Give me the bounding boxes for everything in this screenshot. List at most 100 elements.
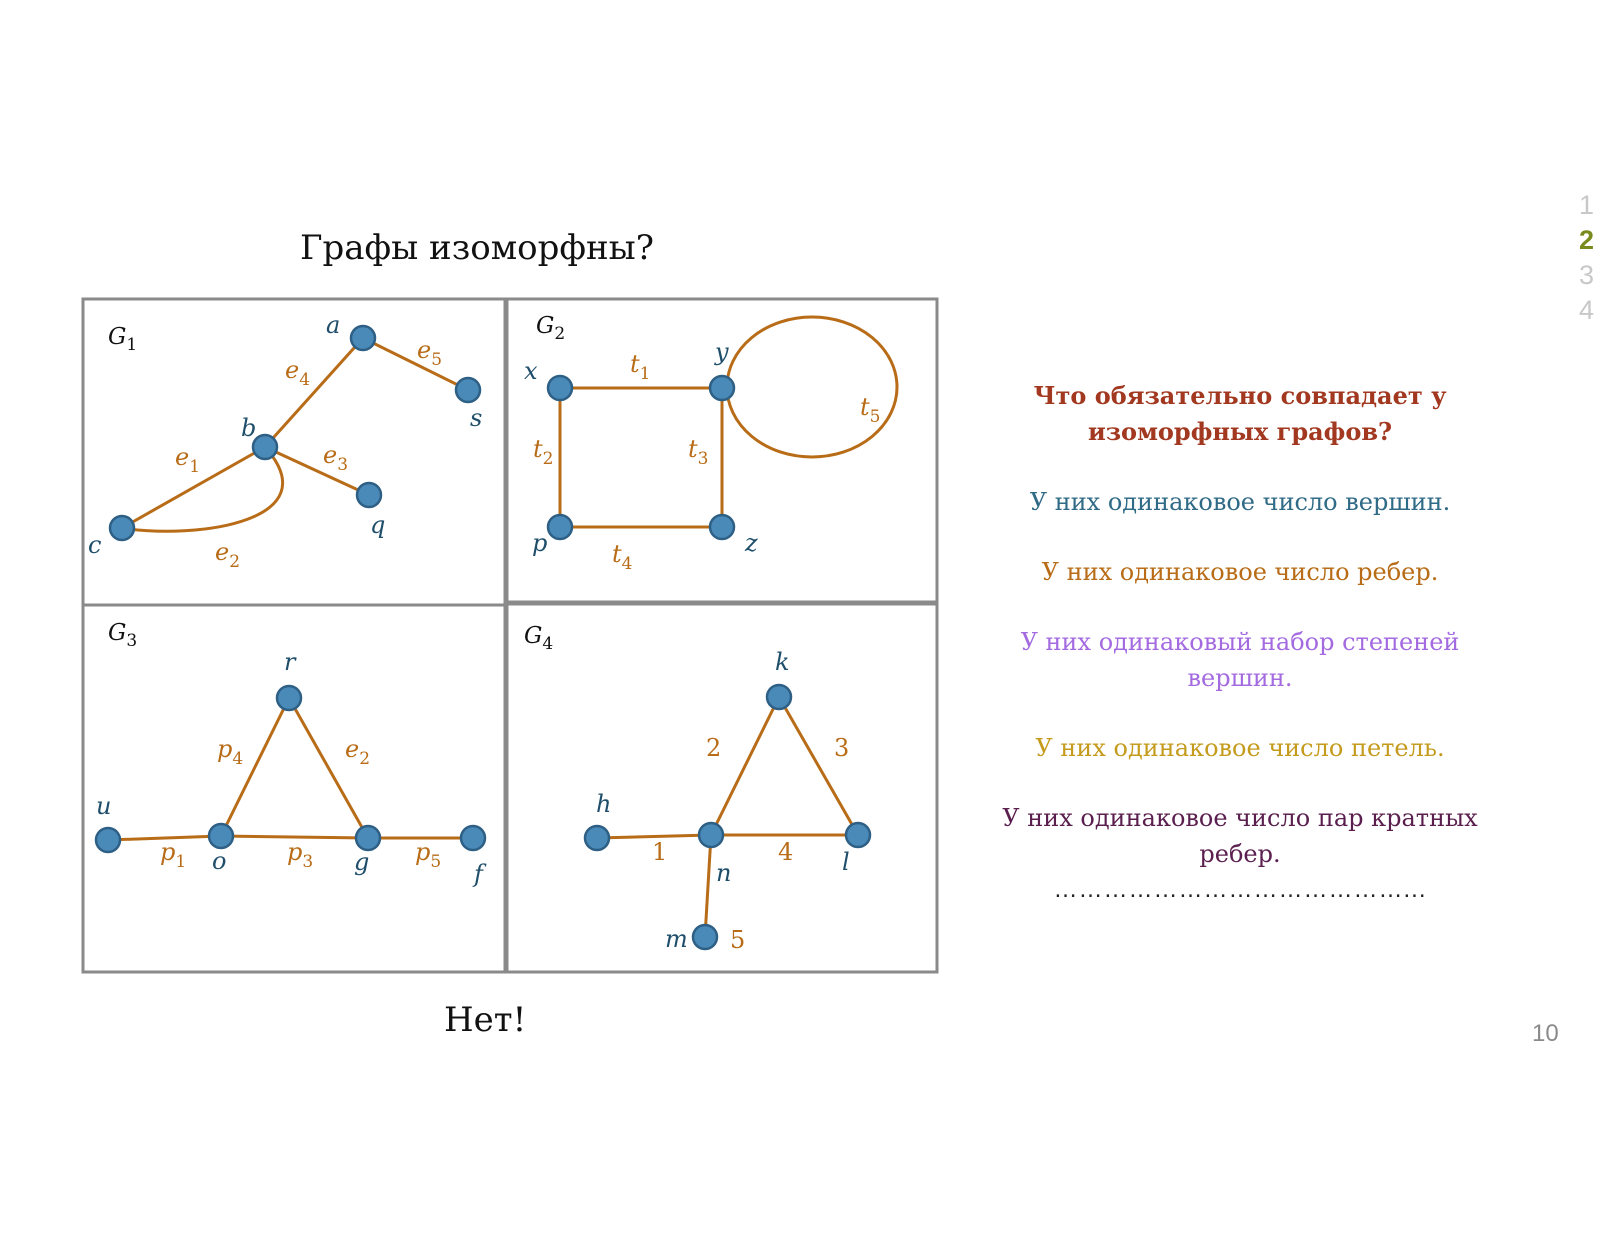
vertex-label-o: o xyxy=(212,847,226,875)
graph-frames xyxy=(81,297,939,974)
side-question: Что обязательно совпадает у изоморфных г… xyxy=(1033,381,1447,446)
vertex-label-z: z xyxy=(744,529,758,557)
edge-label-e2-g3: e2 xyxy=(345,735,370,769)
vertex-r xyxy=(275,684,303,712)
vertex-label-a: a xyxy=(326,311,340,339)
graph-g4: G4 k h n l m xyxy=(524,623,872,954)
vertex-label-x: x xyxy=(524,357,538,385)
vertex-k xyxy=(765,683,793,711)
edge-t5-loop xyxy=(725,315,899,459)
graph-g1: G1 a b c q s xyxy=(88,311,482,572)
frame-g1 xyxy=(81,297,507,607)
edge-3 xyxy=(777,696,860,836)
vertex-n xyxy=(697,821,725,849)
graph-name-g3: G3 xyxy=(108,620,137,651)
vertex-u xyxy=(94,826,122,854)
vertex-label-f: f xyxy=(472,860,487,888)
property-degree-sequence: У них одинаковый набор степеней вершин. xyxy=(1020,628,1460,692)
ellipsis-line: ……………………………………... xyxy=(1053,876,1427,903)
edge-e4 xyxy=(263,336,365,449)
frame-g3 xyxy=(81,603,507,974)
vertex-label-s: s xyxy=(470,404,482,432)
property-multi-edge-pairs: У них одинаковое число пар кратных ребер… xyxy=(1002,804,1478,868)
page-number: 10 xyxy=(1532,1020,1559,1047)
side-panel: Что обязательно совпадает у изоморфных г… xyxy=(985,378,1495,908)
vertex-label-b: b xyxy=(241,414,256,442)
vertex-label-k: k xyxy=(775,648,790,676)
edge-label-e1: e1 xyxy=(175,443,200,477)
vertex-g xyxy=(354,824,382,852)
graph-name-g1: G1 xyxy=(108,324,137,355)
edge-e1 xyxy=(121,445,266,530)
edge-p3 xyxy=(220,834,369,840)
slide-navigator: 1 2 3 4 xyxy=(1570,188,1594,328)
edge-label-e3: e3 xyxy=(323,441,348,475)
edge-e5 xyxy=(362,336,469,392)
vertex-label-m: m xyxy=(665,925,688,953)
graph-name-g2: G2 xyxy=(536,313,565,344)
edge-label-t2: t2 xyxy=(533,435,553,469)
edge-label-3: 3 xyxy=(834,734,849,762)
vertex-label-q: q xyxy=(370,511,385,539)
vertex-z xyxy=(708,513,736,541)
vertex-c xyxy=(108,514,136,542)
vertex-x xyxy=(546,374,574,402)
slide-nav-item[interactable]: 4 xyxy=(1578,295,1594,325)
edge-label-p1: p1 xyxy=(160,838,186,872)
vertex-y xyxy=(708,374,736,402)
vertex-f xyxy=(459,824,487,852)
vertex-label-h: h xyxy=(596,790,611,818)
vertex-m xyxy=(691,923,719,951)
vertex-s xyxy=(454,376,482,404)
property-loop-count: У них одинаковое число петель. xyxy=(1035,734,1445,762)
edge-label-t5: t5 xyxy=(860,393,880,427)
edge-label-p4: p4 xyxy=(217,735,243,769)
edge-label-t1: t1 xyxy=(630,350,650,384)
slide-nav-item[interactable]: 2 xyxy=(1578,225,1594,255)
vertex-q xyxy=(355,481,383,509)
edge-1 xyxy=(596,833,712,840)
vertex-label-n: n xyxy=(716,859,731,887)
property-edge-count: У них одинаковое число ребер. xyxy=(1041,558,1439,586)
edge-e3 xyxy=(264,445,370,497)
edge-e2 xyxy=(121,446,284,533)
graph-g3: G3 r u o g f xyxy=(94,620,487,888)
edge-label-p3: p3 xyxy=(287,838,313,872)
edge-2 xyxy=(709,696,781,836)
edge-label-t3: t3 xyxy=(688,435,708,469)
vertex-label-l: l xyxy=(842,848,850,876)
edge-label-2: 2 xyxy=(706,734,721,762)
edge-label-e5: e5 xyxy=(417,336,442,370)
edge-label-t4: t4 xyxy=(612,540,632,574)
edge-label-e4: e4 xyxy=(285,356,310,390)
edge-label-4: 4 xyxy=(778,838,793,866)
vertex-p xyxy=(546,513,574,541)
slide-title: Графы изоморфны? xyxy=(300,228,654,268)
vertex-label-p: p xyxy=(532,529,547,557)
slide-nav-item[interactable]: 3 xyxy=(1578,260,1594,290)
property-vertex-count: У них одинаковое число вершин. xyxy=(1029,488,1451,516)
graph-name-g4: G4 xyxy=(524,623,553,654)
edge-label-1: 1 xyxy=(652,838,667,866)
vertex-h xyxy=(583,824,611,852)
edge-label-p5: p5 xyxy=(415,838,441,872)
answer-text: Нет! xyxy=(444,1000,527,1040)
vertex-a xyxy=(349,324,377,352)
vertex-label-y: y xyxy=(714,338,729,366)
vertex-b xyxy=(251,433,279,461)
graph-g2: G2 x y p z t1 t xyxy=(524,313,899,574)
vertex-label-g: g xyxy=(354,848,369,876)
vertex-label-c: c xyxy=(88,531,101,559)
edge-label-e2: e2 xyxy=(215,538,240,572)
slide-nav-item[interactable]: 1 xyxy=(1578,190,1594,220)
edge-5 xyxy=(703,834,713,938)
vertex-label-u: u xyxy=(96,792,111,820)
edge-p1 xyxy=(107,834,222,842)
edge-e2-g3 xyxy=(287,697,370,839)
vertex-label-r: r xyxy=(284,648,297,676)
vertex-o xyxy=(207,822,235,850)
vertex-l xyxy=(844,821,872,849)
frame-g2 xyxy=(505,297,939,604)
edge-label-5: 5 xyxy=(730,926,745,954)
